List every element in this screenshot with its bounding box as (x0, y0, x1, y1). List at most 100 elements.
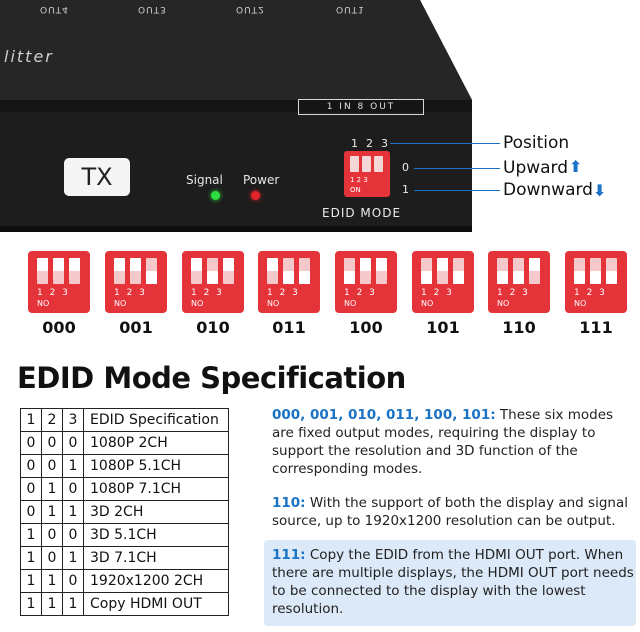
page-title: EDID Mode Specification (17, 361, 406, 395)
table-cell: 0 (62, 523, 84, 547)
dip-code-label: 010 (196, 318, 230, 337)
dip-on-label: NO (497, 299, 510, 308)
dip-code-label: 111 (579, 318, 613, 337)
dip-numbers: 1 2 3 (37, 288, 70, 298)
dip-on-label: NO (267, 299, 280, 308)
table-cell: 0 (41, 546, 63, 570)
dip-on-label: NO (421, 299, 434, 308)
table-header-cell: 2 (41, 408, 63, 432)
downward-leader-line (414, 190, 500, 191)
table-cell: 0 (62, 477, 84, 501)
highlight-box (264, 540, 636, 626)
table-cell: 1 (20, 569, 42, 593)
power-label: Power (243, 173, 280, 187)
codes-111: 111: (272, 547, 306, 563)
tx-label: TX (64, 158, 130, 196)
power-led (251, 191, 260, 200)
dip-code-label: 011 (272, 318, 306, 337)
text-110: With the support of both the display and… (272, 495, 628, 529)
switch-number-3: 3 (381, 137, 388, 150)
dip-code-label: 110 (502, 318, 536, 337)
table-cell: 1080P 7.1CH (83, 477, 229, 501)
edid-dip-switch[interactable]: 1 2 3 ON (344, 151, 390, 197)
table-cell: 1 (41, 592, 63, 616)
table-cell: 0 (62, 431, 84, 455)
dip-numbers: 1 2 3 (267, 288, 300, 298)
switch-number-2: 2 (366, 137, 373, 150)
description-111: 111: Copy the EDID from the HDMI OUT por… (272, 546, 634, 618)
table-cell: 1 (62, 592, 84, 616)
switch-number-1: 1 (351, 137, 358, 150)
arrow-down-icon: ⬇ (593, 181, 607, 200)
table-header-row: 1 2 3 EDID Specification (20, 408, 229, 432)
device-photo: OUT4 OUT3 OUT2 OUT1 litter 1 IN 8 OUT TX… (0, 0, 640, 235)
downward-callout: Downward (503, 180, 593, 200)
dip-on-label: NO (37, 299, 50, 308)
table-cell: 0 (20, 500, 42, 524)
table-cell: 0 (41, 523, 63, 547)
table-header-cell: 3 (62, 408, 84, 432)
position-callout: Position (503, 133, 570, 153)
table-cell: 0 (20, 431, 42, 455)
edid-mode-label: EDID MODE (322, 206, 402, 220)
table-cell: 1 (41, 477, 63, 501)
table-cell: 1 (20, 523, 42, 547)
arrow-up-icon: ⬆ (569, 157, 583, 176)
table-cell: 3D 5.1CH (83, 523, 229, 547)
port-out3-label: OUT3 (138, 4, 167, 14)
table-cell: 1 (41, 500, 63, 524)
table-cell: 3D 2CH (83, 500, 229, 524)
table-cell: Copy HDMI OUT (83, 592, 229, 616)
model-label: 1 IN 8 OUT (298, 99, 424, 115)
dip-numbers: 1 2 3 (344, 288, 377, 298)
table-cell: 0 (41, 454, 63, 478)
text-111: Copy the EDID from the HDMI OUT port. Wh… (272, 547, 634, 617)
dip-on-label: ON (350, 186, 361, 194)
switch-position-1: 1 (402, 183, 409, 196)
dip-numbers: 1 2 3 (574, 288, 607, 298)
table-cell: 1 (62, 454, 84, 478)
switch-position-0: 0 (402, 161, 409, 174)
table-header-cell: EDID Specification (83, 408, 229, 432)
dip-on-label: NO (191, 299, 204, 308)
table-cell: 0 (62, 569, 84, 593)
position-leader-line (390, 143, 500, 144)
table-cell: 1 (62, 546, 84, 570)
table-cell: 0 (20, 477, 42, 501)
brand-text: litter (4, 47, 54, 66)
table-cell: 1920x1200 2CH (83, 569, 229, 593)
dip-on-label: NO (344, 299, 357, 308)
dip-code-label: 000 (42, 318, 76, 337)
table-cell: 1 (62, 500, 84, 524)
text-fixed-modes: These six modes are fixed output modes, … (272, 407, 614, 477)
description-110: 110: With the support of both the displa… (272, 494, 634, 530)
dip-on-label: NO (574, 299, 587, 308)
dip-numbers: 1 2 3 (191, 288, 224, 298)
dip-numbers: 1 2 3 (114, 288, 147, 298)
table-cell: 1080P 2CH (83, 431, 229, 455)
table-cell: 0 (20, 454, 42, 478)
dip-code-label: 001 (119, 318, 153, 337)
codes-110: 110: (272, 495, 306, 511)
table-header-cell: 1 (20, 408, 42, 432)
dip-code-label: 100 (349, 318, 383, 337)
table-cell: 0 (41, 431, 63, 455)
signal-led (211, 191, 220, 200)
dip-numbers: 1 2 3 (350, 176, 368, 184)
upward-leader-line (414, 168, 500, 169)
dip-numbers: 1 2 3 (421, 288, 454, 298)
description-fixed-modes: 000, 001, 010, 011, 100, 101: These six … (272, 406, 634, 478)
upward-callout: Upward (503, 158, 569, 178)
port-out2-label: OUT2 (236, 4, 265, 14)
